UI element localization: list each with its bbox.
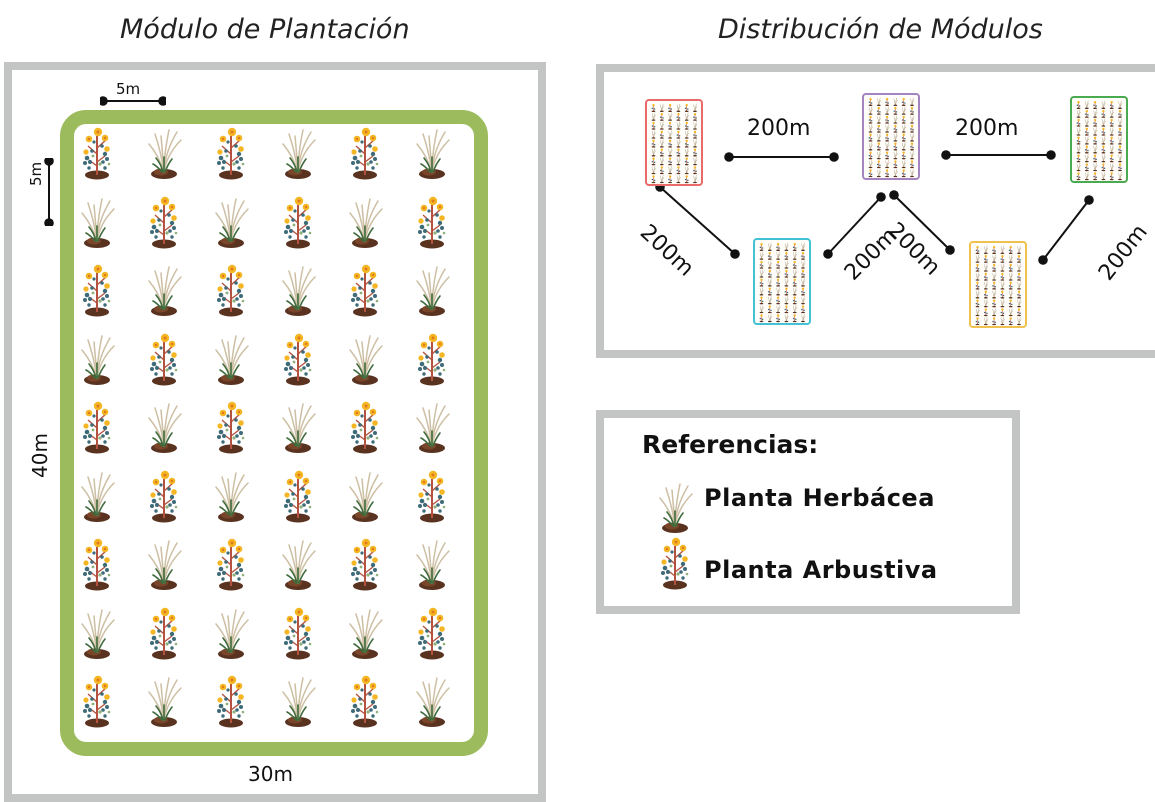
- herbacea-plant-icon: [275, 261, 321, 319]
- arbustiva-plant-icon: [275, 467, 321, 525]
- module-yellow: [969, 241, 1027, 328]
- module-green: [1070, 96, 1128, 183]
- arbustiva-plant-icon: [342, 124, 388, 182]
- arbustiva-plant-icon: [409, 467, 455, 525]
- module-purple: [862, 93, 920, 180]
- module-red: [645, 99, 703, 186]
- herbacea-plant-icon: [275, 124, 321, 182]
- distance-label: 200m: [955, 116, 1019, 141]
- herbacea-icon: [652, 478, 698, 536]
- spacing-vertical-line: [44, 158, 54, 226]
- herbacea-plant-icon: [275, 535, 321, 593]
- herbacea-plant-icon: [141, 398, 187, 456]
- herbacea-plant-icon: [208, 193, 254, 251]
- arbustiva-plant-icon: [74, 535, 120, 593]
- plant-grid: [74, 124, 474, 734]
- herbacea-plant-icon: [74, 467, 120, 525]
- arbustiva-plant-icon: [208, 535, 254, 593]
- module-green-border: [60, 110, 488, 756]
- arbustiva-plant-icon: [74, 672, 120, 730]
- module-thumbnail: [868, 97, 915, 178]
- herbacea-plant-icon: [141, 124, 187, 182]
- herbacea-plant-icon: [409, 261, 455, 319]
- arbustiva-icon: [652, 532, 698, 594]
- module-thumbnail: [759, 242, 806, 323]
- width-label: 30m: [248, 762, 293, 786]
- herbacea-plant-icon: [208, 604, 254, 662]
- arbustiva-plant-icon: [141, 193, 187, 251]
- arbustiva-plant-icon: [275, 604, 321, 662]
- module-title: Módulo de Plantación: [120, 14, 410, 45]
- arbustiva-plant-icon: [275, 330, 321, 388]
- herbacea-plant-icon: [74, 604, 120, 662]
- herbacea-plant-icon: [342, 467, 388, 525]
- herbacea-plant-icon: [409, 672, 455, 730]
- arbustiva-plant-icon: [342, 261, 388, 319]
- herbacea-plant-icon: [409, 124, 455, 182]
- herbacea-plant-icon: [208, 330, 254, 388]
- arbustiva-plant-icon: [208, 398, 254, 456]
- herbacea-plant-icon: [275, 672, 321, 730]
- arbustiva-plant-icon: [342, 672, 388, 730]
- spacing-vertical-label: 5m: [27, 161, 45, 186]
- arbustiva-plant-icon: [409, 604, 455, 662]
- herbacea-plant-icon: [409, 535, 455, 593]
- herbacea-plant-icon: [409, 398, 455, 456]
- herbacea-plant-icon: [342, 330, 388, 388]
- arbustiva-plant-icon: [74, 398, 120, 456]
- arbustiva-plant-icon: [409, 330, 455, 388]
- herbacea-plant-icon: [342, 604, 388, 662]
- arbustiva-plant-icon: [208, 124, 254, 182]
- distribution-connectors: [655, 150, 1094, 265]
- arbustiva-plant-icon: [342, 535, 388, 593]
- module-thumbnail: [651, 103, 698, 184]
- references-title: Referencias:: [642, 430, 819, 459]
- herbacea-plant-icon: [208, 467, 254, 525]
- distribution-title: Distribución de Módulos: [718, 14, 1043, 45]
- herbacea-label: Planta Herbácea: [704, 484, 935, 512]
- arbustiva-plant-icon: [74, 124, 120, 182]
- spacing-dimension-line: [100, 96, 166, 106]
- arbustiva-plant-icon: [342, 398, 388, 456]
- arbustiva-plant-icon: [208, 672, 254, 730]
- herbacea-plant-icon: [275, 398, 321, 456]
- arbustiva-plant-icon: [141, 604, 187, 662]
- spacing-label: 5m: [116, 80, 141, 98]
- arbustiva-plant-icon: [141, 330, 187, 388]
- module-thumbnail: [975, 245, 1022, 326]
- distance-label: 200m: [747, 116, 811, 141]
- herbacea-plant-icon: [74, 193, 120, 251]
- arbustiva-label: Planta Arbustiva: [704, 556, 938, 584]
- herbacea-plant-icon: [74, 330, 120, 388]
- arbustiva-plant-icon: [409, 193, 455, 251]
- herbacea-plant-icon: [342, 193, 388, 251]
- height-label: 40m: [28, 433, 52, 478]
- module-thumbnail: [1076, 100, 1123, 181]
- arbustiva-plant-icon: [74, 261, 120, 319]
- herbacea-plant-icon: [141, 535, 187, 593]
- arbustiva-plant-icon: [141, 467, 187, 525]
- arbustiva-plant-icon: [208, 261, 254, 319]
- herbacea-plant-icon: [141, 672, 187, 730]
- arbustiva-plant-icon: [275, 193, 321, 251]
- herbacea-plant-icon: [141, 261, 187, 319]
- module-cyan: [753, 238, 811, 325]
